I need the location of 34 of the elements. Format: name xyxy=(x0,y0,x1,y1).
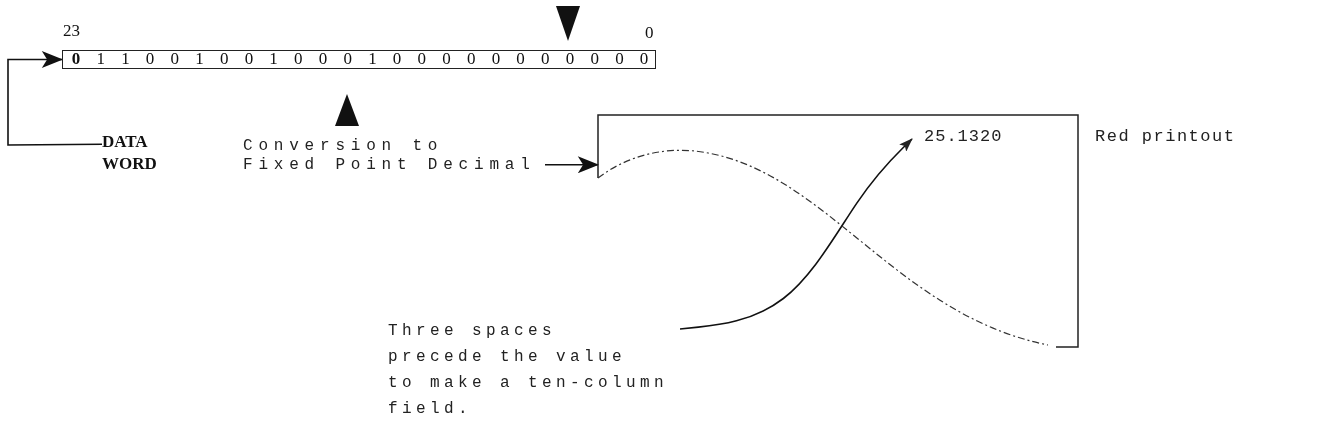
bit-digit: 0 xyxy=(564,49,576,69)
note-text: Three spaces precede the value to make a ten-column field. xyxy=(388,318,680,428)
printout-caption: Red printout xyxy=(1095,127,1236,146)
bit-digit: 0 xyxy=(293,49,304,69)
bit-digit: 1 xyxy=(367,49,378,69)
bit-digit: 0 xyxy=(465,49,477,69)
bit-digit: 0 xyxy=(317,49,329,69)
bit-digit: 0 xyxy=(490,49,502,69)
bit-digit: 0 xyxy=(144,49,156,69)
block-arrow xyxy=(335,94,359,126)
bit-digit: 0 xyxy=(441,49,452,69)
leader-line xyxy=(679,138,913,330)
bit-position-number: 0 xyxy=(645,23,654,43)
bit-digit: 0 xyxy=(169,49,181,69)
bit-digit: 1 xyxy=(268,49,279,69)
bit-digit: 1 xyxy=(120,49,131,69)
bit-digit: 0 xyxy=(540,49,551,69)
bit-digit: 0 xyxy=(70,49,82,69)
bit-digit: 0 xyxy=(416,49,428,69)
data-word-label: DATA WORD xyxy=(102,131,166,175)
arrow xyxy=(7,51,103,146)
arrow xyxy=(544,156,600,174)
bit-digit: 1 xyxy=(194,49,205,69)
bit-digit: 0 xyxy=(589,49,600,69)
bit-position-number: 23 xyxy=(63,21,80,41)
bit-digit: 1 xyxy=(95,49,106,69)
bit-digit: 0 xyxy=(243,49,255,69)
bit-digit: 0 xyxy=(342,49,353,69)
bit-digit: 0 xyxy=(218,49,230,69)
conversion-label: Conversion to Fixed Point Decimal xyxy=(243,137,545,175)
bit-digit: 0 xyxy=(614,49,625,69)
bit-digit: 0 xyxy=(515,49,526,69)
bit-digit: 0 xyxy=(638,49,650,69)
bit-digit: 0 xyxy=(391,49,403,69)
